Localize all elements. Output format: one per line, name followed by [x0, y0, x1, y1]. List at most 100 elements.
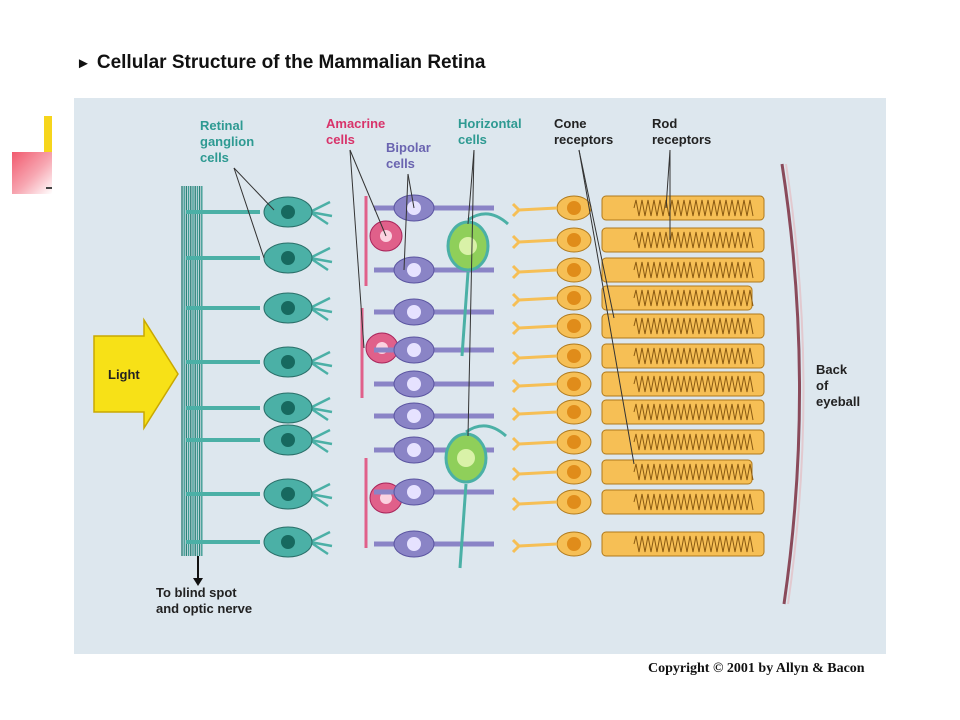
receptor-terminal: [511, 406, 558, 422]
receptor-nucleus: [567, 201, 581, 215]
receptor-nucleus: [567, 495, 581, 509]
receptor-disc-coil: [633, 317, 754, 335]
ganglion-nucleus: [281, 355, 295, 369]
horizontal-nucleus: [459, 237, 477, 255]
label-pointer: [467, 149, 475, 225]
ganglion-dendrite: [309, 530, 333, 556]
horizontal-nucleus: [457, 449, 475, 467]
receptor-disc-coil: [633, 347, 754, 365]
retina-diagram: Light Retinal ganglion cells Amacrine ce…: [93, 116, 860, 616]
page-title: ► Cellular Structure of the Mammalian Ret…: [76, 52, 485, 74]
receptor-nucleus: [567, 233, 581, 247]
receptor-disc-coil: [633, 403, 754, 421]
receptor-terminal: [511, 496, 558, 512]
blind-spot-label: To blind spot and optic nerve: [156, 585, 252, 616]
label-pointer: [467, 149, 475, 437]
ganglion-dendrite: [309, 428, 333, 454]
title-text: Cellular Structure of the Mammalian Reti…: [96, 52, 486, 73]
receptor-layer: [511, 195, 765, 557]
receptor-disc-coil: [633, 231, 754, 249]
decorative-red-square: [12, 152, 52, 194]
receptor-disc-coil: [633, 433, 754, 451]
ganglion-dendrite: [309, 246, 333, 272]
label-pointer: [578, 149, 635, 465]
receptor-disc-coil: [633, 535, 754, 553]
bipolar-nucleus: [407, 377, 421, 391]
decorative-dash: [46, 187, 52, 189]
horizontal-process: [460, 212, 510, 357]
light-label: Light: [108, 367, 140, 382]
bipolar-nucleus: [407, 443, 421, 457]
label-pointer: [578, 149, 615, 319]
receptor-terminal: [511, 202, 558, 218]
ganglion-label: Retinal ganglion cells: [200, 118, 258, 165]
receptor-terminal: [511, 466, 558, 482]
label-pointer: [233, 167, 265, 259]
label-pointer: [403, 173, 409, 271]
label-pointer: [407, 173, 415, 209]
receptor-nucleus: [567, 465, 581, 479]
receptor-terminal: [511, 538, 558, 554]
receptor-terminal: [511, 292, 558, 308]
ganglion-nucleus: [281, 535, 295, 549]
bipolar-label: Bipolar cells: [386, 140, 434, 171]
horizontal-label: Horizontal cells: [458, 116, 525, 147]
ganglion-cell-layer: [186, 196, 333, 558]
bipolar-nucleus: [407, 263, 421, 277]
ganglion-nucleus: [281, 251, 295, 265]
ganglion-dendrite: [309, 350, 333, 376]
optic-nerve-fibers: [181, 186, 203, 556]
horizontal-process: [458, 424, 508, 569]
receptor-nucleus: [567, 537, 581, 551]
bipolar-nucleus: [407, 305, 421, 319]
receptor-nucleus: [567, 291, 581, 305]
label-pointer: [233, 167, 275, 211]
receptor-nucleus: [567, 435, 581, 449]
bipolar-nucleus: [407, 343, 421, 357]
receptor-nucleus: [567, 319, 581, 333]
ganglion-dendrite: [309, 296, 333, 322]
receptor-nucleus: [567, 349, 581, 363]
bipolar-nucleus: [407, 485, 421, 499]
light-arrow: [93, 317, 179, 431]
receptor-terminal: [511, 436, 558, 452]
receptor-disc-coil: [633, 289, 754, 307]
receptor-terminal: [511, 320, 558, 336]
cone-label: Cone receptors: [554, 116, 613, 147]
receptor-terminal: [511, 378, 558, 394]
receptor-disc-coil: [633, 463, 754, 481]
ganglion-dendrite: [309, 200, 333, 226]
amacrine-nucleus: [380, 492, 392, 504]
bipolar-nucleus: [407, 537, 421, 551]
label-pointer: [665, 149, 671, 209]
receptor-terminal: [511, 234, 558, 250]
label-pointer: [349, 149, 365, 349]
eyeball-back-arc: [780, 163, 801, 605]
ganglion-nucleus: [281, 401, 295, 415]
receptor-disc-coil: [633, 493, 754, 511]
receptor-terminal: [511, 264, 558, 280]
receptor-nucleus: [567, 405, 581, 419]
play-triangle-icon: ►: [76, 55, 91, 72]
ganglion-dendrite: [309, 482, 333, 508]
receptor-disc-coil: [633, 199, 754, 217]
back-of-eyeball-label: Back of eyeball: [816, 362, 860, 409]
horizontal-cell-layer: [444, 212, 510, 569]
label-pointer-lines: [233, 149, 671, 465]
amacrine-label: Amacrine cells: [326, 116, 389, 147]
rod-label: Rod receptors: [652, 116, 711, 147]
bipolar-nucleus: [407, 409, 421, 423]
ganglion-nucleus: [281, 433, 295, 447]
ganglion-dendrite: [309, 396, 333, 422]
receptor-disc-coil: [633, 261, 754, 279]
label-pointer: [349, 149, 387, 237]
ganglion-nucleus: [281, 205, 295, 219]
receptor-disc-coil: [633, 375, 754, 393]
receptor-terminal: [511, 350, 558, 366]
ganglion-nucleus: [281, 487, 295, 501]
decorative-yellow-bar: [44, 116, 52, 172]
receptor-nucleus: [567, 263, 581, 277]
receptor-nucleus: [567, 377, 581, 391]
ganglion-nucleus: [281, 301, 295, 315]
copyright-text: Copyright © 2001 by Allyn & Bacon: [648, 661, 865, 676]
